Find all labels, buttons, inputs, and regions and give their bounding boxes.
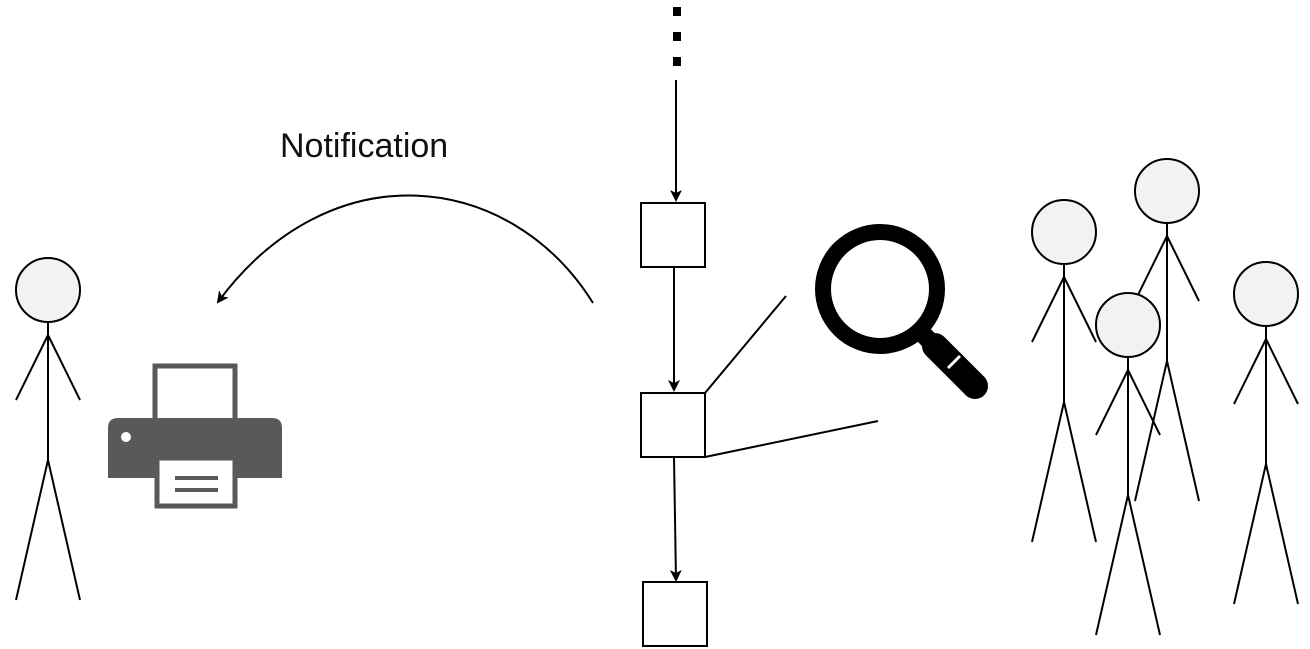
left-actor-icon (15, 257, 81, 601)
flow-arrow-bottom (669, 456, 682, 582)
printer-icon (108, 363, 282, 509)
group-actor-4-icon (1233, 261, 1299, 605)
zoom-callout-line-bottom (704, 420, 879, 458)
notification-arrow (216, 194, 594, 304)
group-actor-3-icon (1095, 292, 1161, 636)
process-box-1 (640, 202, 706, 268)
dotted-continuation (673, 7, 681, 66)
notification-label: Notification (280, 127, 448, 165)
magnifying-glass-icon (815, 224, 988, 399)
process-box-3 (642, 581, 708, 647)
process-box-2 (640, 392, 706, 458)
zoom-callout-line-top (704, 295, 787, 394)
group-actor-1-icon (1031, 199, 1097, 543)
